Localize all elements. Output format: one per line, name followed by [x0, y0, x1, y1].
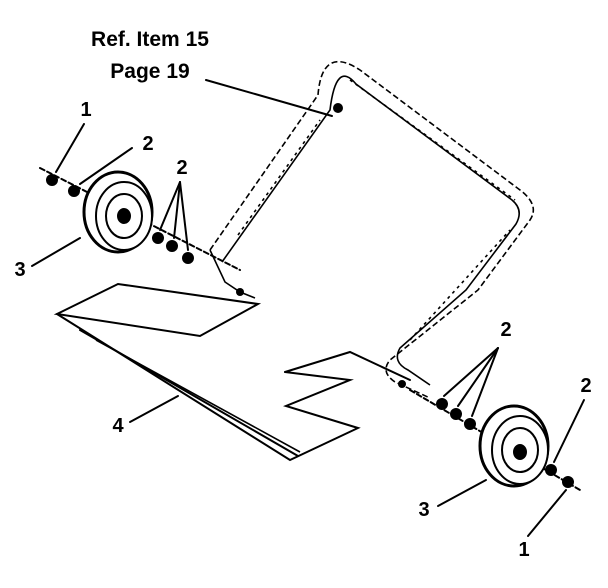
left-washer-inner-1 [152, 232, 164, 244]
right-washer-inner-2 [450, 408, 462, 420]
frame-bolt-lower-right [398, 380, 406, 388]
axle-plate-leader [129, 395, 179, 423]
handle-frame [209, 60, 535, 399]
left-washer-outer-callout: 2 [142, 133, 153, 155]
right-nut [562, 476, 574, 488]
right-washers-inner-callout: 2 [500, 319, 511, 341]
right-nut-callout: 1 [518, 539, 529, 561]
left-washer-inner-3 [182, 252, 194, 264]
right-washer-inner-1 [436, 398, 448, 410]
left-wheel [82, 170, 154, 254]
left-washer-inner-2 [166, 240, 178, 252]
left-nut-callout: 1 [80, 99, 91, 121]
base-plate: 4 [53, 282, 411, 462]
frame-bolt-upper [333, 103, 343, 113]
right-washer-outer [545, 464, 557, 476]
right-washer-outer-callout: 2 [580, 375, 591, 397]
right-wheel-callout: 3 [418, 499, 429, 521]
right-wheel [478, 404, 550, 488]
left-washers-inner-callout: 2 [176, 157, 187, 179]
reference-page-label: Page 19 [110, 60, 189, 83]
axle-plate-callout: 4 [112, 415, 124, 437]
left-wheel-callout: 3 [14, 259, 25, 281]
frame-bolt-lower-left [236, 288, 244, 296]
reference-item-label: Ref. Item 15 [91, 28, 209, 51]
left-washer-outer [68, 185, 80, 197]
left-nut [46, 174, 58, 186]
left-wheel-assembly: 1 2 2 3 [14, 99, 241, 281]
right-washer-inner-3 [464, 418, 476, 430]
right-wheel-assembly: 2 2 3 1 [409, 319, 592, 561]
reference-leader-line [205, 79, 333, 117]
